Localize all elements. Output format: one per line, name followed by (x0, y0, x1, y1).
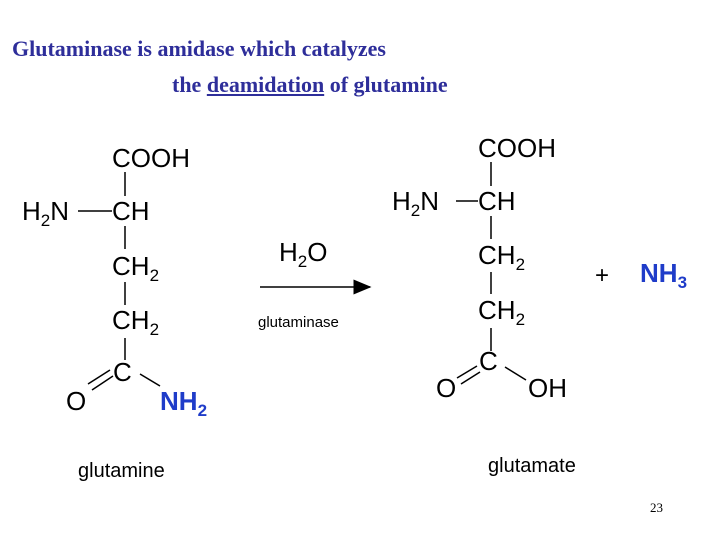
glutamine-label: glutamine (78, 460, 165, 482)
subscript: 2 (297, 252, 308, 272)
plus-sign: + (595, 262, 610, 289)
glutamine-amide-nh2: NH2 (160, 386, 207, 421)
n-atom: N (50, 196, 70, 226)
glutamine-amide-c: C (113, 357, 132, 387)
subscript: 2 (410, 201, 421, 221)
slide-title-line1: Glutaminase is amidase which catalyzes (12, 36, 386, 61)
subscript: 3 (677, 273, 688, 293)
title-suffix: of glutamine (329, 72, 448, 97)
subscript: 2 (515, 310, 526, 330)
ammonia-byproduct: NH3 (640, 258, 687, 293)
subscript: 2 (149, 266, 160, 286)
glutamine-amide-o: O (66, 386, 87, 416)
glutamate-carboxyl-c: C (479, 346, 498, 376)
enzyme-label: glutaminase (258, 314, 339, 331)
glutamate-cooh: COOH (478, 133, 556, 163)
glutamine-ch2-gamma: CH2 (112, 305, 159, 340)
subscript: 2 (40, 211, 51, 231)
glutamate-ch2-gamma: CH2 (478, 295, 525, 330)
water-reagent: H2O (279, 237, 327, 272)
glutamate-ch2-beta: CH2 (478, 240, 525, 275)
glutamate-alpha-ch: CH (478, 186, 516, 216)
glutamine-h2n: H2N (22, 196, 69, 231)
h-atom: H (392, 186, 411, 216)
subscript: 2 (515, 255, 526, 275)
title-prefix: the (172, 72, 202, 97)
glutamate-carboxyl-o: O (436, 373, 457, 403)
h-atom: H (22, 196, 41, 226)
ch-text: CH (478, 295, 516, 325)
glutamate-label: glutamate (488, 455, 576, 477)
title-emphasis: deamidation (206, 72, 325, 97)
glutamine-bonds (78, 172, 161, 391)
page-number: 23 (650, 500, 663, 515)
n-atom: N (420, 186, 440, 216)
glutamine-cooh: COOH (112, 143, 190, 173)
o-atom: O (307, 237, 328, 267)
subscript: 2 (197, 401, 208, 421)
ch-text: CH (112, 305, 150, 335)
ch-text: CH (112, 251, 150, 281)
glutamate-carboxyl-oh: OH (528, 373, 567, 403)
slide-title-line2: the deamidation of glutamine (172, 72, 448, 98)
nh-text: NH (640, 258, 678, 288)
glutamate-h2n: H2N (392, 186, 439, 221)
glutamate-bonds (456, 162, 527, 385)
nh-text: NH (160, 386, 198, 416)
glutamine-alpha-ch: CH (112, 196, 150, 226)
glutamine-ch2-beta: CH2 (112, 251, 159, 286)
ch-text: CH (478, 240, 516, 270)
subscript: 2 (149, 320, 160, 340)
h-atom: H (279, 237, 298, 267)
